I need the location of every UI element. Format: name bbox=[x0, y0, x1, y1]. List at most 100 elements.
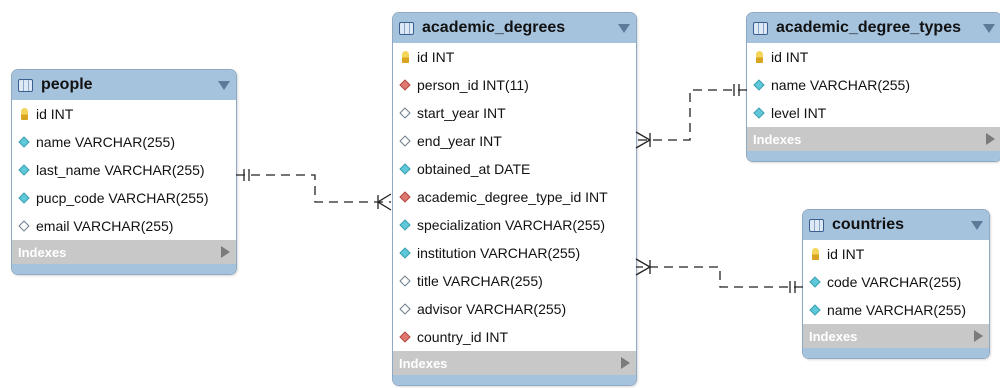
expand-arrow-icon[interactable] bbox=[986, 133, 995, 145]
table-footer bbox=[747, 151, 1000, 161]
not-null-diamond-icon bbox=[808, 304, 822, 316]
key-icon bbox=[17, 108, 31, 120]
nullable-diamond-icon bbox=[398, 107, 412, 119]
column-row[interactable]: name VARCHAR(255) bbox=[12, 128, 236, 156]
foreign-key-diamond-icon bbox=[398, 191, 412, 203]
column-row[interactable]: title VARCHAR(255) bbox=[393, 267, 636, 295]
not-null-diamond-icon bbox=[398, 247, 412, 259]
column-label: advisor VARCHAR(255) bbox=[417, 301, 567, 317]
table-icon bbox=[18, 78, 33, 92]
column-row[interactable]: end_year INT bbox=[393, 127, 636, 155]
column-label: email VARCHAR(255) bbox=[36, 218, 174, 234]
column-row[interactable]: advisor VARCHAR(255) bbox=[393, 295, 636, 323]
column-label: id INT bbox=[417, 49, 455, 65]
table-footer bbox=[12, 264, 236, 274]
column-label: person_id INT(11) bbox=[417, 77, 529, 93]
table-icon bbox=[399, 21, 414, 35]
column-label: name VARCHAR(255) bbox=[827, 302, 967, 318]
table-header[interactable]: people bbox=[12, 70, 236, 100]
relationship-degree-types-academic-degrees bbox=[635, 84, 747, 149]
column-row[interactable]: person_id INT(11) bbox=[393, 71, 636, 99]
expand-arrow-icon[interactable] bbox=[221, 246, 230, 258]
column-row[interactable]: academic_degree_type_id INT bbox=[393, 183, 636, 211]
column-row[interactable]: obtained_at DATE bbox=[393, 155, 636, 183]
table-icon bbox=[809, 218, 824, 232]
table-footer bbox=[393, 375, 636, 385]
table-name: countries bbox=[832, 216, 905, 233]
column-label: obtained_at DATE bbox=[417, 161, 531, 177]
collapse-arrow-icon[interactable] bbox=[983, 23, 995, 33]
table-header[interactable]: academic_degree_types bbox=[747, 13, 1000, 43]
column-label: last_name VARCHAR(255) bbox=[36, 162, 205, 178]
foreign-key-diamond-icon bbox=[398, 331, 412, 343]
column-row[interactable]: last_name VARCHAR(255) bbox=[12, 156, 236, 184]
column-row[interactable]: name VARCHAR(255) bbox=[803, 296, 989, 324]
column-label: country_id INT bbox=[417, 329, 509, 345]
not-null-diamond-icon bbox=[398, 219, 412, 231]
table-header[interactable]: countries bbox=[803, 210, 989, 240]
expand-arrow-icon[interactable] bbox=[974, 330, 983, 342]
column-row[interactable]: country_id INT bbox=[393, 323, 636, 351]
column-label: code VARCHAR(255) bbox=[827, 274, 962, 290]
column-label: pucp_code VARCHAR(255) bbox=[36, 190, 209, 206]
nullable-diamond-icon bbox=[398, 135, 412, 147]
nullable-diamond-icon bbox=[398, 275, 412, 287]
column-row[interactable]: pucp_code VARCHAR(255) bbox=[12, 184, 236, 212]
table-icon bbox=[753, 21, 768, 35]
column-label: id INT bbox=[827, 246, 865, 262]
column-label: level INT bbox=[771, 105, 827, 121]
column-row[interactable]: id INT bbox=[747, 43, 1000, 71]
key-icon bbox=[808, 248, 822, 260]
column-row[interactable]: id INT bbox=[803, 240, 989, 268]
not-null-diamond-icon bbox=[398, 163, 412, 175]
column-label: end_year INT bbox=[417, 133, 502, 149]
table-name: academic_degrees bbox=[422, 19, 566, 36]
column-row[interactable]: level INT bbox=[747, 99, 1000, 127]
indexes-section[interactable]: Indexes bbox=[12, 240, 236, 264]
not-null-diamond-icon bbox=[17, 136, 31, 148]
column-row[interactable]: institution VARCHAR(255) bbox=[393, 239, 636, 267]
table-footer bbox=[803, 348, 989, 358]
column-row[interactable]: specialization VARCHAR(255) bbox=[393, 211, 636, 239]
not-null-diamond-icon bbox=[752, 107, 766, 119]
indexes-section[interactable]: Indexes bbox=[393, 351, 636, 375]
nullable-diamond-icon bbox=[17, 220, 31, 232]
column-row[interactable]: name VARCHAR(255) bbox=[747, 71, 1000, 99]
table-header[interactable]: academic_degrees bbox=[393, 13, 636, 43]
foreign-key-diamond-icon bbox=[398, 79, 412, 91]
column-label: title VARCHAR(255) bbox=[417, 273, 543, 289]
column-row[interactable]: id INT bbox=[12, 100, 236, 128]
column-label: id INT bbox=[771, 49, 809, 65]
column-row[interactable]: email VARCHAR(255) bbox=[12, 212, 236, 240]
not-null-diamond-icon bbox=[17, 164, 31, 176]
expand-arrow-icon[interactable] bbox=[621, 357, 630, 369]
indexes-label: Indexes bbox=[753, 131, 802, 147]
nullable-diamond-icon bbox=[398, 303, 412, 315]
column-row[interactable]: id INT bbox=[393, 43, 636, 71]
indexes-section[interactable]: Indexes bbox=[747, 127, 1000, 151]
collapse-arrow-icon[interactable] bbox=[618, 23, 630, 33]
relationship-countries-academic-degrees bbox=[635, 258, 803, 293]
column-label: academic_degree_type_id INT bbox=[417, 189, 608, 205]
collapse-arrow-icon[interactable] bbox=[218, 80, 230, 90]
column-row[interactable]: start_year INT bbox=[393, 99, 636, 127]
column-label: name VARCHAR(255) bbox=[771, 77, 911, 93]
table-name: academic_degree_types bbox=[776, 19, 961, 36]
column-label: id INT bbox=[36, 106, 74, 122]
indexes-section[interactable]: Indexes bbox=[803, 324, 989, 348]
relationship-people-academic-degrees bbox=[236, 169, 392, 211]
column-label: specialization VARCHAR(255) bbox=[417, 217, 606, 233]
table-countries[interactable]: countries id INT code VARCHAR(255) name VAR… bbox=[802, 209, 990, 359]
column-row[interactable]: code VARCHAR(255) bbox=[803, 268, 989, 296]
column-label: name VARCHAR(255) bbox=[36, 134, 176, 150]
not-null-diamond-icon bbox=[752, 79, 766, 91]
not-null-diamond-icon bbox=[808, 276, 822, 288]
key-icon bbox=[752, 51, 766, 63]
table-people[interactable]: people id INT name VARCHAR(255) last_name V… bbox=[11, 69, 237, 275]
not-null-diamond-icon bbox=[17, 192, 31, 204]
key-icon bbox=[398, 51, 412, 63]
indexes-label: Indexes bbox=[809, 328, 858, 344]
collapse-arrow-icon[interactable] bbox=[971, 220, 983, 230]
